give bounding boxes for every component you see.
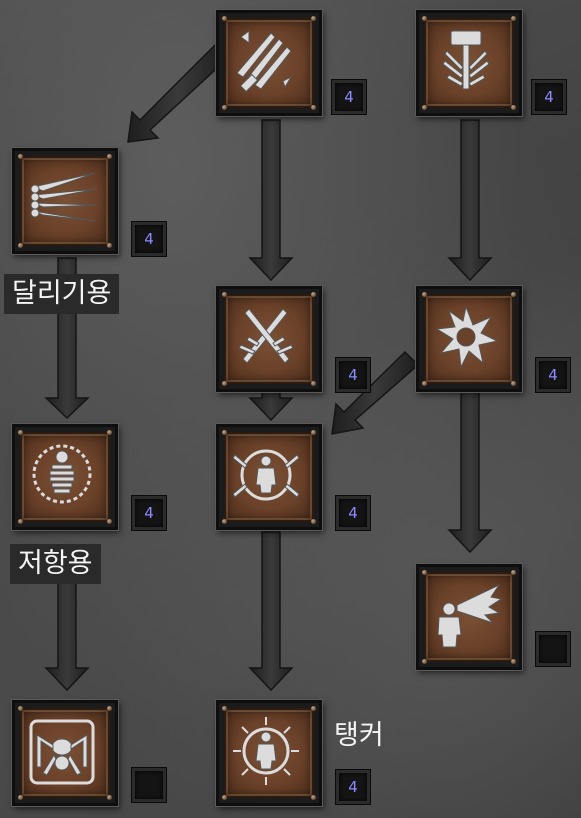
label-running: 달리기용	[4, 274, 120, 314]
skill-star-burst[interactable]	[416, 286, 522, 392]
skill-hammer-strike[interactable]	[416, 10, 522, 116]
arrow-star-to-shout	[447, 391, 493, 554]
radiant-figure-icon	[233, 717, 299, 785]
arrow-aura-to-radiant	[248, 531, 294, 692]
hammer-icon	[442, 30, 490, 90]
spider-icon	[29, 719, 95, 785]
skill-armored-body[interactable]	[12, 424, 118, 530]
skill-radiant-body[interactable]	[216, 700, 322, 806]
level-spider-web	[132, 768, 166, 802]
armor-icon	[32, 444, 92, 504]
arrow-armor-to-spider	[44, 581, 90, 692]
arrow-hammer-to-star	[447, 119, 493, 282]
blades-icon	[30, 172, 98, 222]
arrow-claw-to-blades	[127, 43, 230, 143]
level-blade-fan: 4	[132, 222, 166, 256]
skill-blade-fan[interactable]	[12, 148, 118, 254]
level-star-burst: 4	[536, 358, 570, 392]
label-resistance: 저항용	[10, 544, 101, 584]
skill-spider-web[interactable]	[12, 700, 118, 806]
skill-claw-strike[interactable]	[216, 10, 322, 116]
level-hammer-strike: 4	[532, 80, 566, 114]
skill-shout-blast[interactable]	[416, 564, 522, 670]
level-warding-aura: 4	[336, 496, 370, 530]
crossed-blades-icon	[238, 308, 294, 364]
arrow-star-to-aura	[331, 350, 420, 435]
skill-crossed-blades[interactable]	[216, 286, 322, 392]
arrow-claw-to-crossed	[248, 119, 294, 282]
star-icon	[435, 305, 499, 369]
level-crossed-blades: 4	[336, 358, 370, 392]
level-radiant-body: 4	[336, 770, 370, 804]
level-shout-blast	[536, 632, 570, 666]
shout-icon	[437, 583, 503, 648]
aura-figure-icon	[232, 449, 300, 501]
claws-icon	[236, 30, 293, 93]
skill-warding-aura[interactable]	[216, 424, 322, 530]
level-armored-body: 4	[132, 496, 166, 530]
label-tanker: 탱커	[334, 720, 384, 751]
arrow-crossed-to-aura	[248, 389, 294, 422]
level-claw-strike: 4	[332, 80, 366, 114]
